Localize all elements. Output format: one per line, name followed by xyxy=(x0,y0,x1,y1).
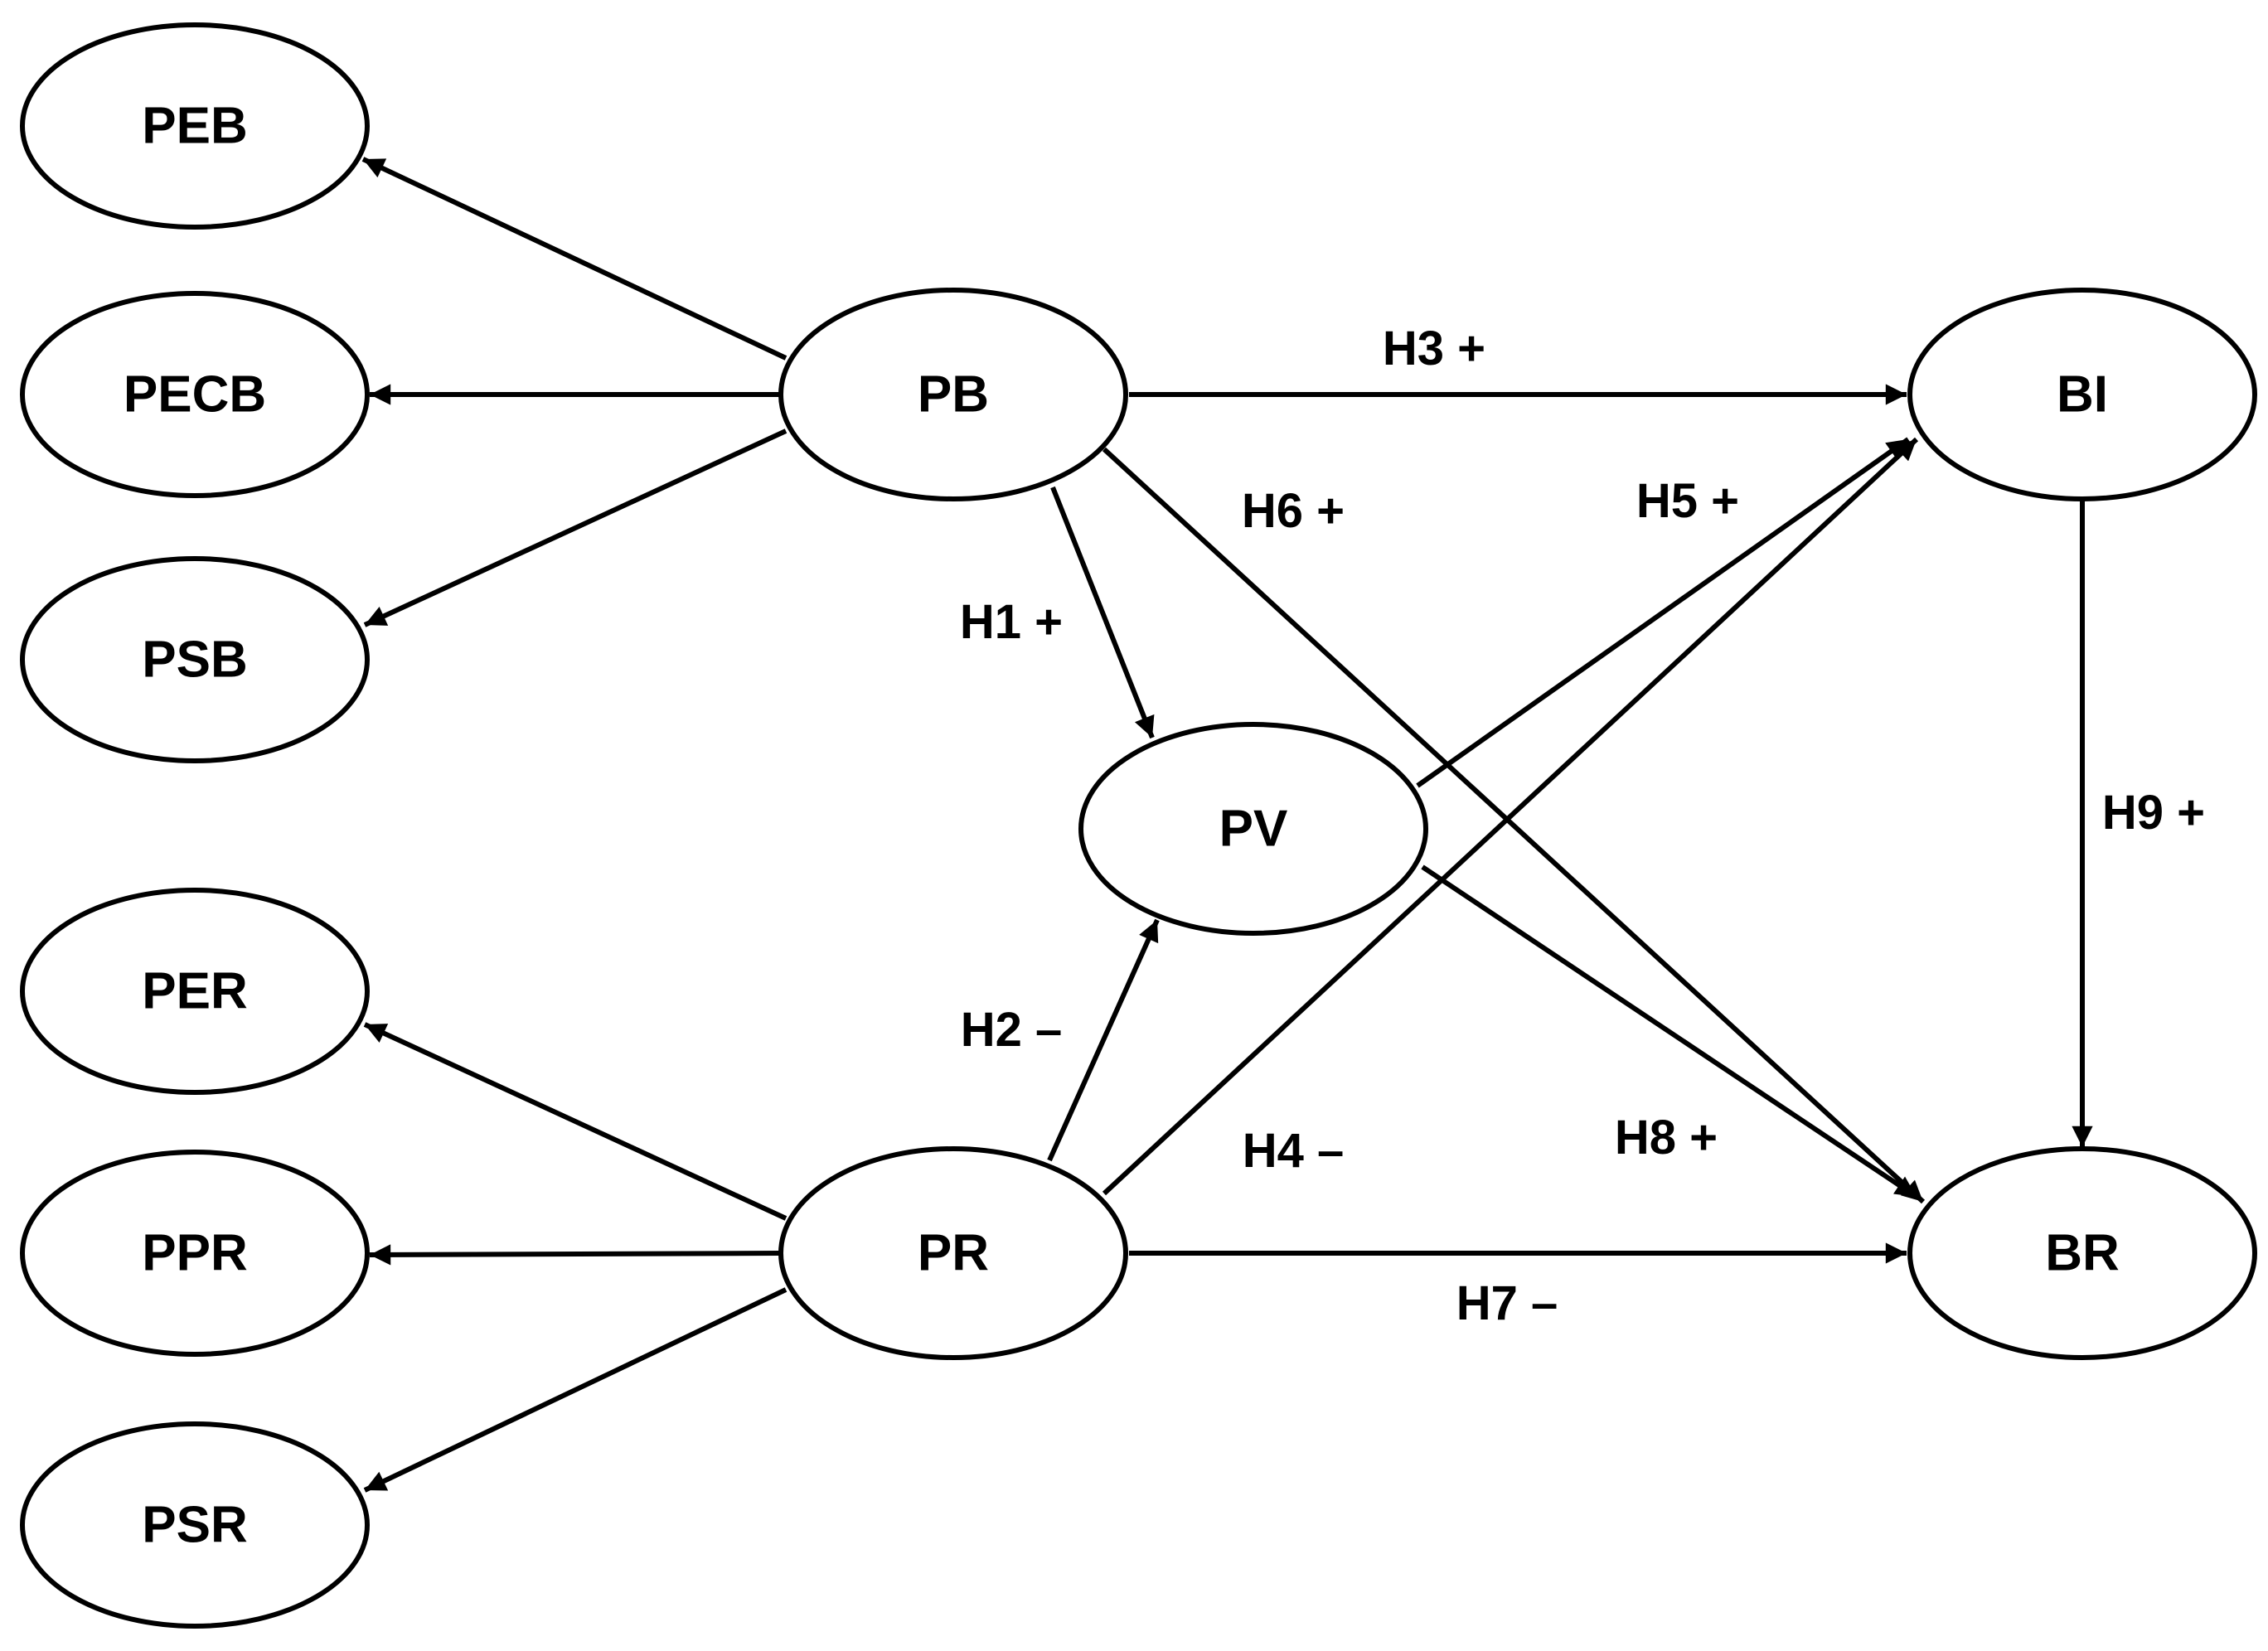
node-ellipse-br xyxy=(1907,1146,2257,1360)
edge-pv-to-bi xyxy=(1416,437,1910,788)
node-psb: PSB xyxy=(20,556,370,763)
node-ellipse-pecb xyxy=(20,291,370,498)
node-ppr: PPR xyxy=(20,1150,370,1357)
edge-label-h2: H2 – xyxy=(961,1003,1063,1057)
edge-pr-to-ppr xyxy=(369,1244,780,1266)
node-label-br: BR xyxy=(2045,1225,2120,1282)
node-pv: PV xyxy=(1078,722,1428,936)
edge-label-h4: H4 – xyxy=(1243,1124,1345,1178)
node-label-psb: PSB xyxy=(142,632,247,689)
node-ellipse-pb xyxy=(778,288,1128,501)
edge-label-h7: H7 – xyxy=(1456,1276,1558,1330)
node-label-pecb: PECB xyxy=(124,366,266,424)
node-ellipse-ppr xyxy=(20,1150,370,1357)
node-label-pb: PB xyxy=(918,366,989,424)
node-psr: PSR xyxy=(20,1421,370,1629)
edge-pr-to-psr xyxy=(363,1287,788,1493)
edge-labels: H1 + H2 – H3 + H4 – H5 + H6 + H7 – H8 + H9 + xyxy=(960,322,2205,1330)
nodes: PEB PECB PSB PB PV BI PER PPR PSR PR BR xyxy=(20,22,2257,1629)
node-label-pv: PV xyxy=(1219,801,1288,858)
edge-pb-to-pv xyxy=(1050,486,1155,739)
node-ellipse-peb xyxy=(20,22,370,230)
edge-pr-to-per xyxy=(363,1022,788,1221)
node-peb: PEB xyxy=(20,22,370,230)
node-label-ppr: PPR xyxy=(142,1225,247,1282)
node-ellipse-psr xyxy=(20,1421,370,1629)
edge-pr-to-pv xyxy=(1047,918,1160,1162)
node-ellipse-per xyxy=(20,888,370,1095)
node-bi: BI xyxy=(1907,288,2257,501)
edge-pr-to-bi xyxy=(1102,437,1919,1196)
node-pecb: PECB xyxy=(20,291,370,498)
node-br: BR xyxy=(1907,1146,2257,1360)
edge-pv-to-br xyxy=(1421,864,1918,1199)
node-ellipse-psb xyxy=(20,556,370,763)
node-label-per: PER xyxy=(142,963,247,1020)
node-label-pr: PR xyxy=(918,1225,989,1282)
node-label-psr: PSR xyxy=(142,1497,247,1554)
edge-pb-to-peb xyxy=(361,157,788,361)
edge-pb-to-psb xyxy=(363,428,788,627)
node-ellipse-pv xyxy=(1078,722,1428,936)
edge-label-h8: H8 + xyxy=(1615,1111,1718,1164)
node-ellipse-bi xyxy=(1907,288,2257,501)
node-label-peb: PEB xyxy=(142,98,247,155)
edge-label-h9: H9 + xyxy=(2102,786,2205,840)
node-pr: PR xyxy=(778,1146,1128,1360)
edge-label-h1: H1 + xyxy=(960,595,1063,649)
node-pb: PB xyxy=(778,288,1128,501)
edges xyxy=(361,157,2093,1493)
node-per: PER xyxy=(20,888,370,1095)
edge-label-h6: H6 + xyxy=(1242,484,1345,538)
node-ellipse-pr xyxy=(778,1146,1128,1360)
edge-label-h3: H3 + xyxy=(1383,322,1485,375)
edge-pb-to-br xyxy=(1102,447,1926,1204)
edge-label-h5: H5 + xyxy=(1636,474,1739,528)
node-label-bi: BI xyxy=(2057,366,2108,424)
